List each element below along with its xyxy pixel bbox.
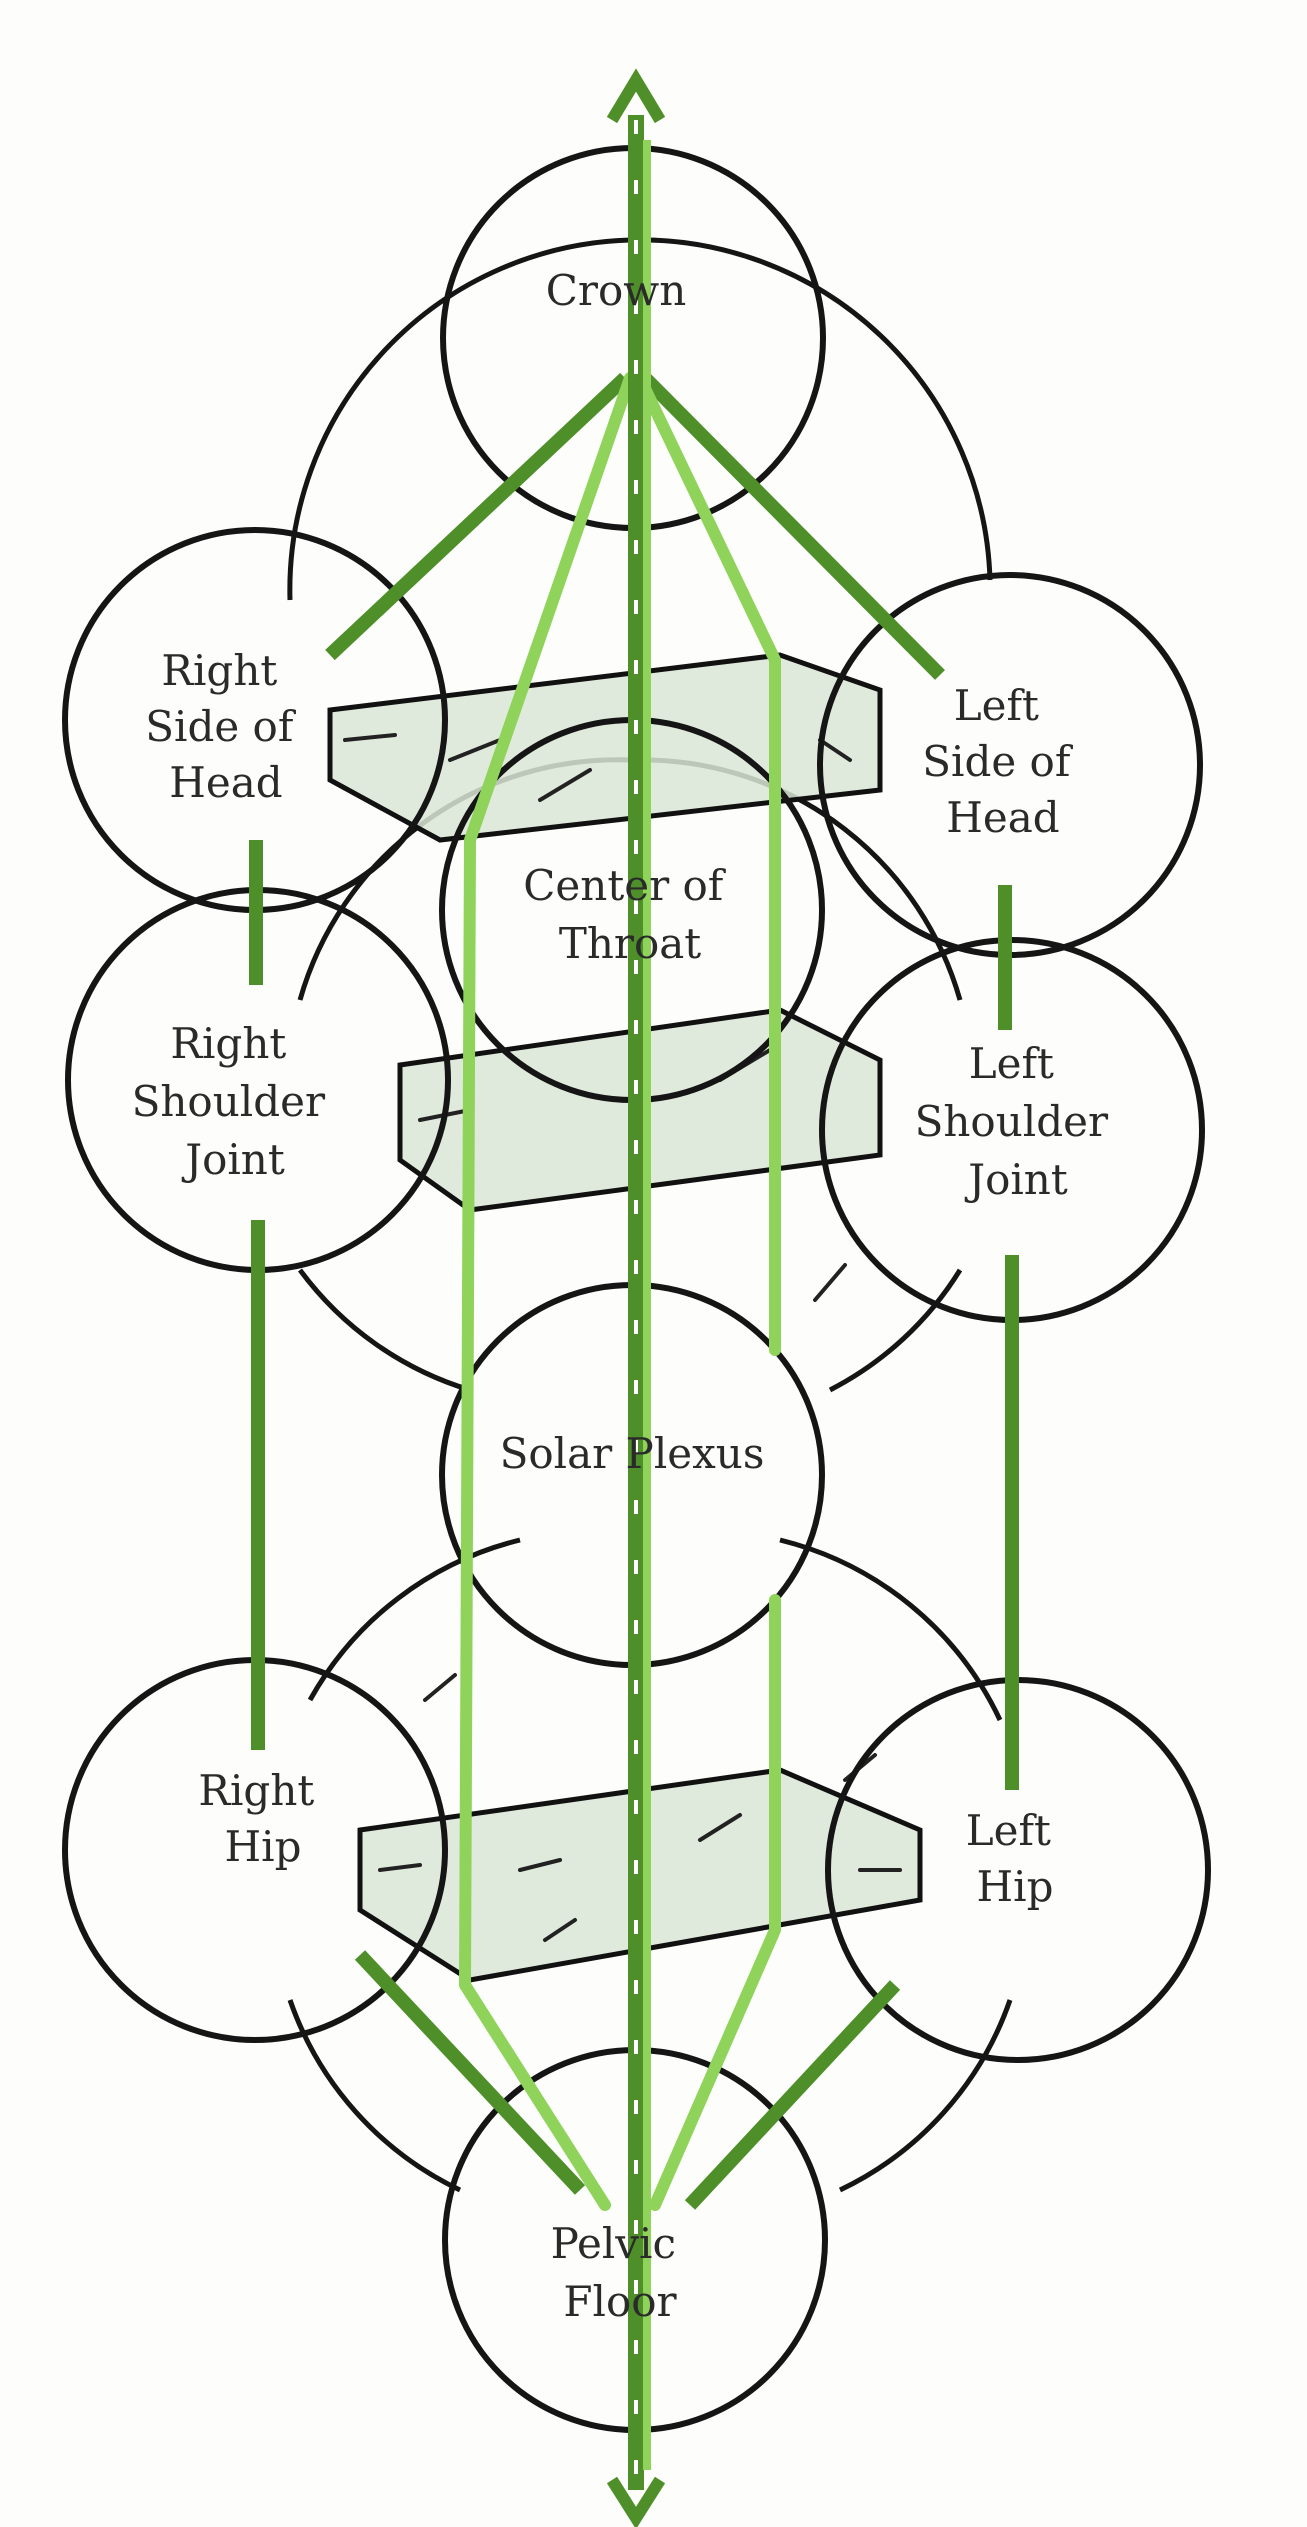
label-left-shoulder-joint: Left Shoulder Joint (915, 1039, 1122, 1204)
label-left-hip: Left Hip (966, 1806, 1065, 1911)
planes (327, 652, 923, 1983)
mid-arc-left (297, 1268, 471, 1393)
crown-to-right-head (325, 372, 630, 661)
right-hip-to-pelvic (354, 1950, 586, 2195)
dark-green-paths (249, 372, 1019, 2210)
crown-right-light-path (634, 372, 781, 1356)
label-right-side-of-head: Right Side of Head (145, 646, 307, 807)
left-hip-to-pelvic (684, 1980, 901, 2210)
light-green-paths (459, 372, 781, 2211)
lower-arc-right (779, 1537, 1003, 1722)
hatch-lines (343, 733, 902, 1942)
crown-to-left-head (640, 373, 945, 680)
node-labels: Crown Right Side of Head Left Side of He… (132, 266, 1122, 2326)
label-center-of-throat: Center of Throat (523, 861, 736, 968)
central-axis (606, 68, 666, 2527)
bottom-arc-right (838, 1999, 1013, 2193)
label-left-side-of-head: Left Side of Head (922, 681, 1084, 842)
top-arrowhead (606, 68, 666, 124)
label-solar-plexus: Solar Plexus (500, 1429, 765, 1478)
mid-arc-right (828, 1268, 963, 1393)
bottom-arrowhead (606, 2476, 666, 2527)
crown-left-light-path (459, 372, 636, 2211)
label-crown: Crown (546, 266, 687, 315)
label-pelvic-floor: Pelvic Floor (551, 2219, 690, 2326)
upper-plane (327, 652, 883, 843)
lower-arc-left (307, 1537, 521, 1702)
label-right-shoulder-joint: Right Shoulder Joint (132, 1019, 339, 1184)
pelvic-right-light-path (649, 1594, 781, 2211)
label-right-hip: Right Hip (198, 1766, 327, 1871)
